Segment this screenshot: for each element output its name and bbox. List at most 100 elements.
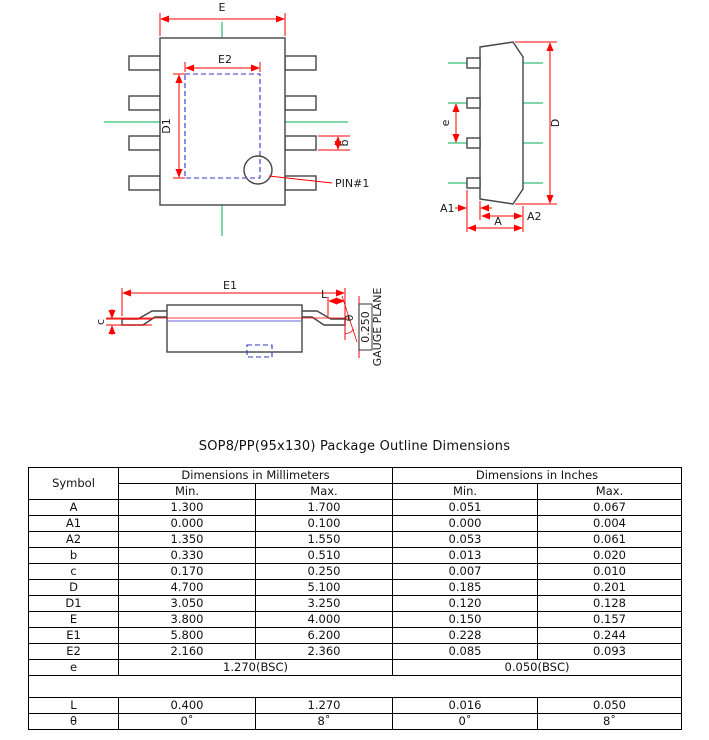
mm-min-cell: 3.050 bbox=[118, 595, 256, 612]
inch-max-cell: 0.020 bbox=[537, 547, 683, 564]
mm-min-cell: 0.000 bbox=[118, 515, 256, 532]
front-view-drawing: E1 L c θ bbox=[94, 279, 384, 366]
col-header-mm-min: Min. bbox=[118, 483, 256, 500]
symbol-cell: c bbox=[28, 563, 119, 580]
symbol-cell: D1 bbox=[28, 595, 119, 612]
page-title: SOP8/PP(95x130) Package Outline Dimensio… bbox=[198, 439, 511, 454]
spacer-cell bbox=[27, 675, 683, 698]
table-row bbox=[27, 675, 683, 698]
dim-label-E: E bbox=[219, 1, 226, 14]
dim-label-A: A bbox=[494, 215, 502, 228]
mm-max-cell: 0.100 bbox=[254, 515, 394, 532]
mm-max-cell: 2.360 bbox=[254, 643, 394, 660]
symbol-cell: E2 bbox=[28, 643, 119, 660]
inch-min-cell: 0.007 bbox=[392, 563, 539, 580]
inch-bsc-cell: 0.050(BSC) bbox=[392, 659, 683, 676]
mm-min-cell: 2.160 bbox=[118, 643, 256, 660]
col-header-millimeters: Dimensions in Millimeters bbox=[117, 467, 394, 484]
side-view-drawing: e D A1 A2 bbox=[439, 41, 562, 232]
symbol-cell: E1 bbox=[28, 627, 119, 644]
mm-min-cell: 0.330 bbox=[118, 547, 256, 564]
pin1-marker-circle bbox=[243, 155, 273, 185]
package-outline-drawings: E E2 D1 b bbox=[94, 1, 562, 366]
inch-max-cell: 0.128 bbox=[537, 595, 683, 612]
inch-min-cell: 0.053 bbox=[392, 531, 539, 548]
symbol-cell: θ bbox=[28, 713, 119, 730]
dimension-A: A bbox=[467, 215, 523, 232]
inch-min-cell: 0.000 bbox=[392, 515, 539, 532]
dim-label-E1: E1 bbox=[223, 279, 237, 292]
pin1-label: PIN#1 bbox=[335, 177, 369, 190]
dimension-b: b bbox=[318, 135, 351, 151]
dimension-D1: D1 bbox=[160, 73, 185, 179]
dimension-e: e bbox=[439, 103, 460, 143]
mm-min-cell: 5.800 bbox=[118, 627, 256, 644]
symbol-cell: L bbox=[28, 697, 119, 714]
mm-max-cell: 0.510 bbox=[254, 547, 394, 564]
inch-min-cell: 0.016 bbox=[392, 697, 539, 714]
mm-min-cell: 1.350 bbox=[118, 531, 256, 548]
mm-max-cell: 5.100 bbox=[254, 579, 394, 596]
mm-max-cell: 6.200 bbox=[254, 627, 394, 644]
dim-label-D1: D1 bbox=[160, 118, 173, 133]
mm-min-cell: 1.300 bbox=[118, 499, 256, 516]
mm-min-cell: 4.700 bbox=[118, 579, 256, 596]
mm-max-cell: 8˚ bbox=[254, 713, 394, 730]
col-header-inches: Dimensions in Inches bbox=[392, 467, 683, 484]
exposed-pad-outline bbox=[184, 73, 261, 179]
inch-max-cell: 0.067 bbox=[537, 499, 683, 516]
mm-min-cell: 0.170 bbox=[118, 563, 256, 580]
top-view-drawing: E E2 D1 b bbox=[104, 1, 369, 236]
dimension-theta: θ bbox=[341, 295, 358, 343]
gauge-plane-value: 0.250 bbox=[359, 311, 372, 343]
mm-min-cell: 3.800 bbox=[118, 611, 256, 628]
inch-max-cell: 8˚ bbox=[537, 713, 683, 730]
mm-max-cell: 4.000 bbox=[254, 611, 394, 628]
inch-max-cell: 0.061 bbox=[537, 531, 683, 548]
col-header-in-min: Min. bbox=[392, 483, 539, 500]
dim-label-E2: E2 bbox=[218, 53, 232, 66]
dim-label-D: D bbox=[549, 119, 562, 127]
dimension-D: D bbox=[515, 41, 562, 205]
dim-label-L: L bbox=[321, 288, 328, 301]
mm-max-cell: 0.250 bbox=[254, 563, 394, 580]
table-header-row-2: Min. Max. Min. Max. bbox=[29, 483, 683, 500]
inch-max-cell: 0.010 bbox=[537, 563, 683, 580]
inch-min-cell: 0.051 bbox=[392, 499, 539, 516]
package-pins-side-view bbox=[466, 57, 481, 189]
package-pins-top-view bbox=[128, 55, 317, 191]
gauge-plane-note: 0.250 GAUGE PLANE bbox=[358, 288, 384, 367]
inch-min-cell: 0˚ bbox=[392, 713, 539, 730]
symbol-cell: e bbox=[28, 659, 119, 676]
dimension-L: L bbox=[321, 288, 345, 316]
symbol-cell: A bbox=[28, 499, 119, 516]
inch-min-cell: 0.013 bbox=[392, 547, 539, 564]
dim-label-b: b bbox=[338, 139, 351, 146]
symbol-cell: D bbox=[28, 579, 119, 596]
dim-label-theta: θ bbox=[343, 314, 356, 321]
gauge-plane-label: GAUGE PLANE bbox=[371, 288, 384, 367]
dimension-E2: E2 bbox=[184, 53, 261, 72]
mm-min-cell: 0.400 bbox=[118, 697, 256, 714]
hidden-feature-outline bbox=[246, 344, 273, 358]
inch-min-cell: 0.150 bbox=[392, 611, 539, 628]
inch-max-cell: 0.244 bbox=[537, 627, 683, 644]
symbol-cell: b bbox=[28, 547, 119, 564]
col-header-in-max: Max. bbox=[537, 483, 683, 500]
dimension-E: E bbox=[159, 1, 286, 36]
dimension-c: c bbox=[94, 309, 152, 335]
symbol-cell: A2 bbox=[28, 531, 119, 548]
inch-max-cell: 0.050 bbox=[537, 697, 683, 714]
mm-bsc-cell: 1.270(BSC) bbox=[117, 659, 394, 676]
col-header-mm-max: Max. bbox=[254, 483, 394, 500]
